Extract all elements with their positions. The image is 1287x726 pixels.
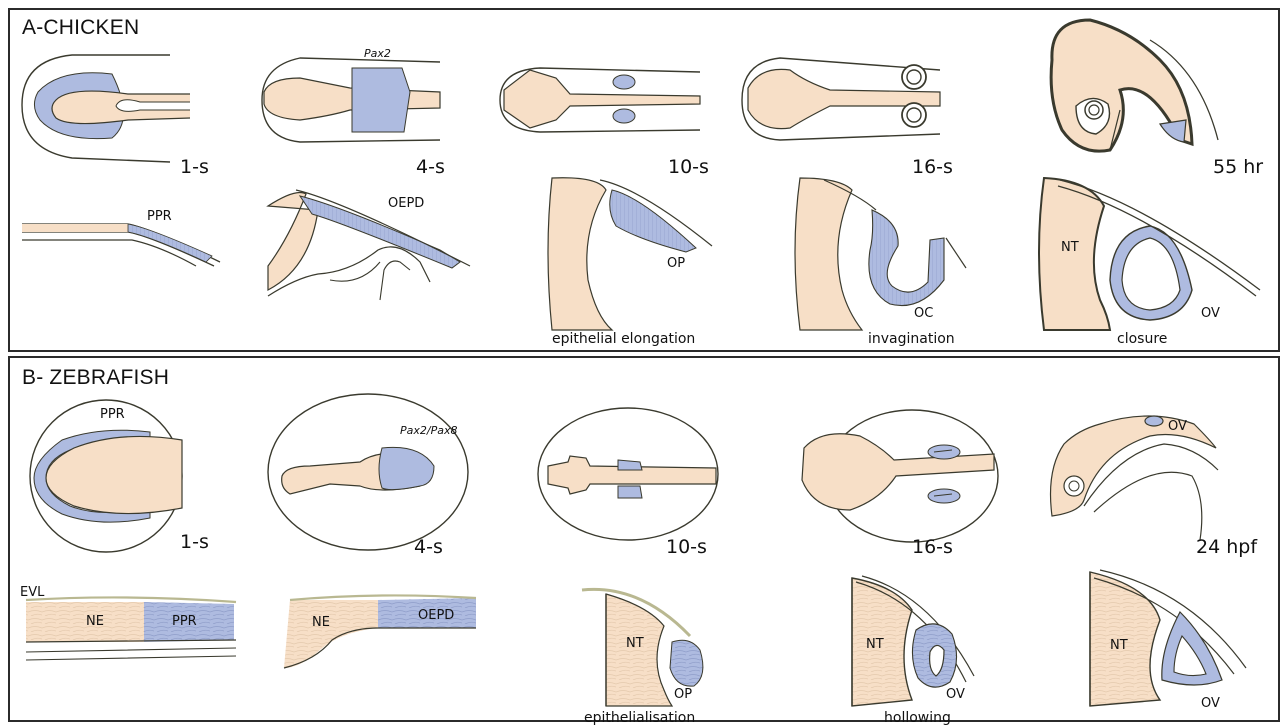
stage-label-10s-zebrafish: 10-s: [666, 536, 707, 558]
stage-label-1s-chicken: 1-s: [180, 156, 209, 178]
label-ov-zebrafish-2: OV: [1201, 696, 1220, 711]
a-section-oepd: [268, 190, 470, 300]
label-ov-zebrafish-1: OV: [946, 687, 965, 702]
b-embryo-1s: [30, 400, 182, 552]
a-section-ppr: [22, 224, 220, 266]
label-oepd-chicken: OEPD: [388, 196, 424, 211]
stage-label-4s-chicken: 4-s: [416, 156, 445, 178]
label-ppr-chicken: PPR: [147, 209, 172, 224]
caption-closure: closure: [1117, 331, 1167, 347]
stage-label-16s-zebrafish: 16-s: [912, 536, 953, 558]
label-op-chicken: OP: [667, 256, 685, 271]
a-embryo-55hr: [1051, 20, 1218, 151]
stage-label-10s-chicken: 10-s: [668, 156, 709, 178]
a-embryo-10s: [500, 68, 700, 132]
a-embryo-16s: [742, 58, 940, 140]
gene-label-pax2: Pax2: [364, 47, 391, 60]
stage-label-24hpf-zebrafish: 24 hpf: [1196, 536, 1258, 558]
caption-invagination: invagination: [868, 331, 955, 347]
label-nt-zebrafish-1: NT: [626, 636, 644, 651]
label-ne-2: NE: [312, 615, 330, 630]
label-evl: EVL: [20, 585, 45, 600]
stage-label-1s-zebrafish: 1-s: [180, 531, 209, 553]
b-embryo-16s: [802, 410, 998, 542]
a-embryo-4s: [262, 58, 440, 142]
label-nt-zebrafish-3: NT: [1110, 638, 1128, 653]
a-section-oc: [795, 178, 966, 330]
label-ppr-zebrafish-top: PPR: [100, 407, 125, 422]
caption-epithelial-elongation: epithelial elongation: [552, 331, 695, 347]
label-nt-zebrafish-2: NT: [866, 637, 884, 652]
label-ov-zebrafish-top: OV: [1168, 419, 1187, 434]
b-section-ne-oepd: [284, 595, 476, 668]
label-nt-chicken: NT: [1061, 240, 1079, 255]
label-oepd-zebrafish: OEPD: [418, 608, 454, 623]
caption-epithelialisation: epithelialisation: [584, 710, 695, 726]
label-op-zebrafish: OP: [674, 687, 692, 702]
label-ov-chicken: OV: [1201, 306, 1220, 321]
gene-label-pax2-pax8: Pax2/Pax8: [400, 424, 457, 437]
a-section-op: [548, 178, 712, 330]
stage-label-16s-chicken: 16-s: [912, 156, 953, 178]
a-embryo-1s: [22, 55, 190, 162]
label-oc-chicken: OC: [914, 306, 933, 321]
label-ppr-zebrafish: PPR: [172, 614, 197, 629]
b-embryo-10s: [538, 408, 718, 540]
stage-label-55hr-chicken: 55 hr: [1213, 156, 1263, 178]
b-embryo-24hpf: [1051, 416, 1219, 540]
label-ne-1: NE: [86, 614, 104, 629]
caption-hollowing: hollowing: [884, 710, 951, 726]
b-embryo-4s: [268, 394, 468, 550]
b-section-ne-ppr: [26, 597, 236, 660]
stage-label-4s-zebrafish: 4-s: [414, 536, 443, 558]
